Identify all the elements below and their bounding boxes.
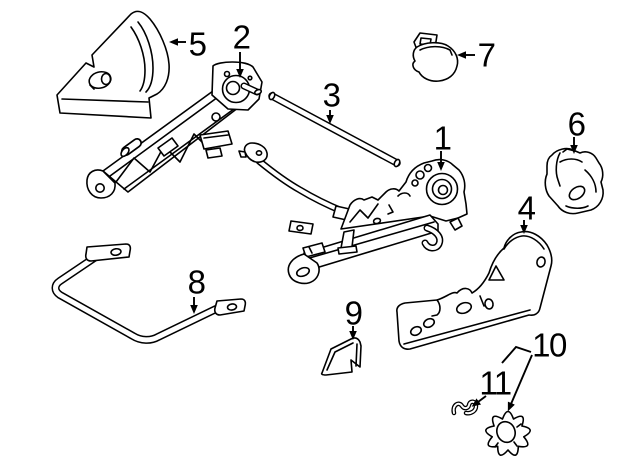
- callout-5: 5: [188, 25, 207, 63]
- callout-9: 9: [344, 294, 363, 332]
- part-hinge-cap-cover: [413, 33, 458, 81]
- part-connecting-rod: [268, 92, 401, 168]
- callout-2: 2: [232, 18, 251, 56]
- callout-3: 3: [322, 76, 341, 114]
- part-seat-track-assembly-left: [87, 62, 262, 198]
- callout-4: 4: [517, 189, 536, 227]
- part-seat-track-assembly-right: [239, 143, 467, 283]
- part-seat-side-shield-right: [397, 232, 552, 350]
- callout-6: 6: [567, 105, 586, 143]
- part-adjuster-knob: [486, 412, 530, 456]
- part-recliner-cover-left: [57, 11, 169, 118]
- part-stabilizer-bar: [56, 244, 246, 340]
- callout-7: 7: [477, 36, 496, 74]
- part-hinge-bracket: [545, 149, 603, 214]
- callout-1: 1: [433, 119, 452, 157]
- callout-10: 10: [532, 326, 567, 364]
- callout-8: 8: [187, 263, 206, 301]
- callout-11: 11: [479, 364, 512, 402]
- callout-leader-arrows: [169, 38, 578, 412]
- part-small-track-cover: [322, 338, 361, 375]
- part-retainer-clip: [454, 402, 476, 413]
